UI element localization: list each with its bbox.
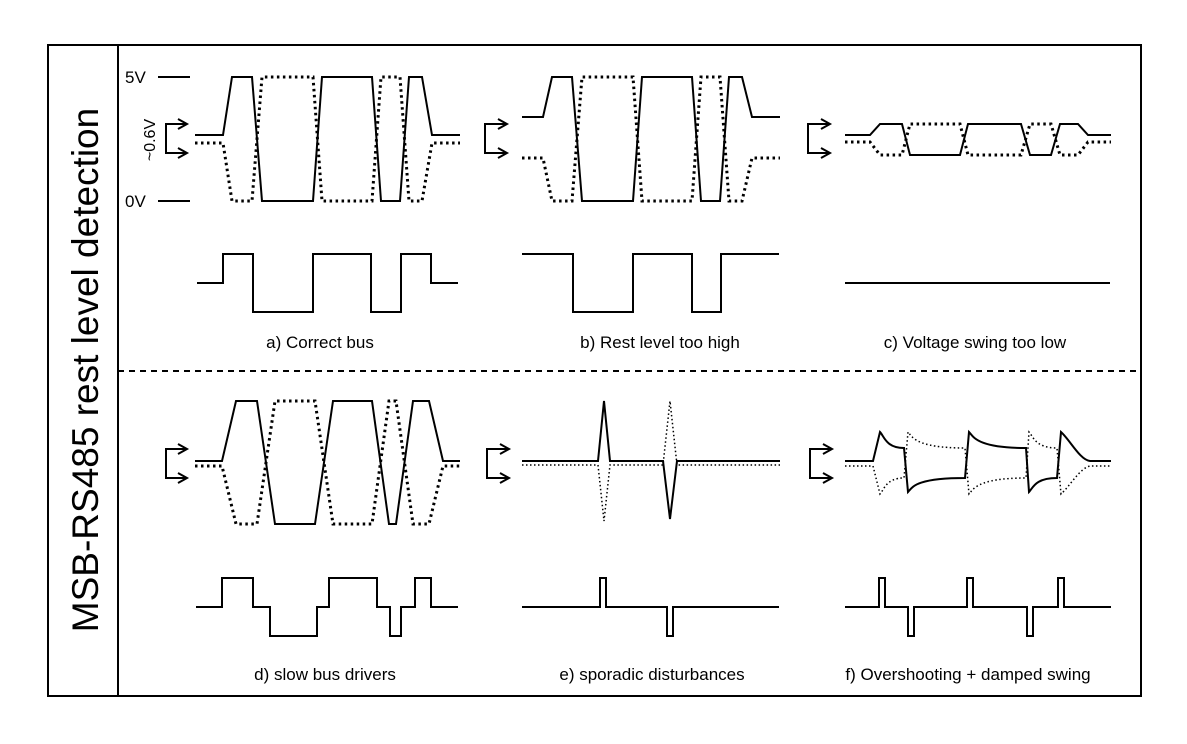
panel-b-bracket-arrow-top <box>497 118 510 130</box>
panel-f-bracket-arrow-bottom <box>822 472 835 484</box>
panel-d-bus-plus <box>195 400 460 525</box>
panel-a-bus-minus <box>195 75 460 203</box>
panel-f-logic-output <box>845 577 1111 637</box>
panel-a-caption: a) Correct bus <box>266 333 374 352</box>
panel-c: c) Voltage swing too low <box>807 118 1111 352</box>
panel-e-threshold-bracket <box>486 448 508 479</box>
panel-c-bus-plus <box>845 123 1111 156</box>
panel-c-bracket-arrow-bottom <box>820 147 833 159</box>
outer-frame <box>47 44 1142 697</box>
voltage-label-threshold: ~0.6V <box>142 119 159 162</box>
panel-d-bracket-arrow-bottom <box>177 472 190 484</box>
panel-a-logic-output <box>197 253 458 313</box>
vertical-title: MSB-RS485 rest level detection <box>65 108 106 632</box>
panel-c-caption: c) Voltage swing too low <box>884 333 1067 352</box>
panel-b-bus-plus <box>522 76 780 202</box>
panel-b-bracket-arrow-bottom <box>497 147 510 159</box>
panel-d-bracket-arrow-top <box>177 443 190 455</box>
panel-a-bus-plus <box>195 76 460 202</box>
panel-d-caption: d) slow bus drivers <box>254 665 396 684</box>
panel-e-logic-output <box>522 577 779 637</box>
panel-a-threshold-bracket <box>165 123 186 154</box>
panel-a-bracket-arrow-bottom <box>177 147 190 159</box>
panel-c-threshold-bracket <box>807 123 829 154</box>
panel-c-bus-minus <box>845 122 1111 157</box>
panel-f-bus-minus <box>845 430 1111 496</box>
panel-e-bracket-arrow-bottom <box>499 472 512 484</box>
panel-b: b) Rest level too high <box>484 75 780 352</box>
panel-f-bus-plus <box>845 429 1111 495</box>
panel-a: a) Correct bus <box>165 75 460 352</box>
panel-e-bus-plus <box>522 400 780 520</box>
panel-d: d) slow bus drivers <box>165 399 460 684</box>
panel-e-caption: e) sporadic disturbances <box>559 665 744 684</box>
panel-d-logic-output <box>196 577 458 637</box>
panel-b-bus-minus <box>522 75 780 203</box>
panel-e: e) sporadic disturbances <box>486 400 780 684</box>
panel-b-caption: b) Rest level too high <box>580 333 740 352</box>
panel-d-bus-minus <box>195 399 460 526</box>
panel-f-threshold-bracket <box>809 448 831 479</box>
voltage-label-5v: 5V <box>125 68 146 87</box>
panel-e-bus-minus <box>522 400 780 522</box>
panel-d-threshold-bracket <box>165 448 186 479</box>
panel-f: f) Overshooting + damped swing <box>809 429 1111 684</box>
voltage-label-0v: 0V <box>125 192 146 211</box>
panel-b-threshold-bracket <box>484 123 506 154</box>
panel-b-logic-output <box>522 253 779 313</box>
panel-a-bracket-arrow-top <box>177 118 190 130</box>
panel-c-bracket-arrow-top <box>820 118 833 130</box>
panel-e-bracket-arrow-top <box>499 443 512 455</box>
panel-f-caption: f) Overshooting + damped swing <box>845 665 1090 684</box>
panel-f-bracket-arrow-top <box>822 443 835 455</box>
